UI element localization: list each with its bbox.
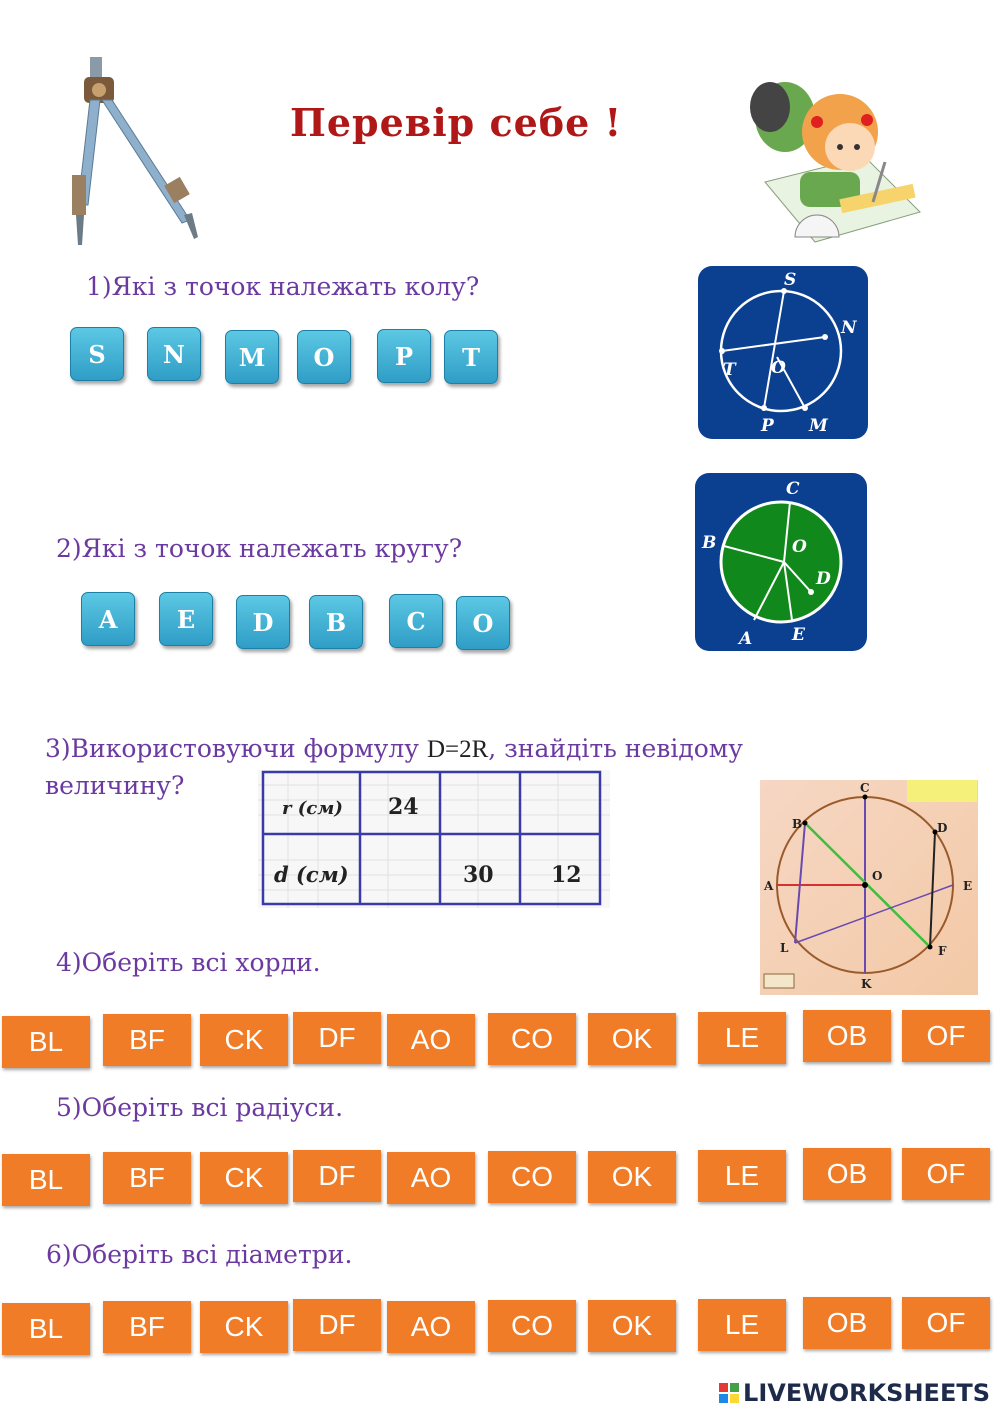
question-1-text: Які з точок належать колу?	[111, 272, 480, 301]
figure-3-label-c: C	[860, 781, 870, 795]
q1-option-n[interactable]: N	[147, 327, 201, 381]
girl-drawing-illustration	[750, 82, 921, 243]
q4-option-co[interactable]: CO	[488, 1013, 576, 1065]
logo-squares-icon	[719, 1383, 740, 1403]
question-3-text-after: , знайдіть невідому величину?	[45, 734, 743, 800]
q4-option-bl[interactable]: BL	[2, 1016, 90, 1068]
q4-option-ck[interactable]: CK	[200, 1014, 288, 1066]
question-6-text: Оберіть всі діаметри.	[71, 1240, 353, 1269]
q6-option-bl[interactable]: BL	[2, 1303, 90, 1355]
q4-option-df[interactable]: DF	[293, 1012, 381, 1064]
q6-option-df[interactable]: DF	[293, 1299, 381, 1351]
q6-option-of[interactable]: OF	[902, 1297, 990, 1349]
table-grid	[258, 770, 610, 908]
q4-option-of[interactable]: OF	[902, 1010, 990, 1062]
figure-3-label-f: F	[938, 944, 947, 958]
figure-1-label-p: P	[760, 416, 775, 436]
q1-option-s[interactable]: S	[70, 327, 124, 381]
figure-3-label-k: K	[861, 977, 872, 991]
question-4: 4)Оберіть всі хорди.	[56, 948, 321, 977]
q5-option-bf[interactable]: BF	[103, 1152, 191, 1204]
table-row-r-label: r (см)	[282, 798, 343, 819]
question-3: 3)Використовуючи формулу D=2R, знайдіть …	[45, 731, 885, 804]
table-d-value-2: 30	[463, 862, 494, 888]
question-4-text: Оберіть всі хорди.	[81, 948, 321, 977]
q2-option-o[interactable]: O	[456, 596, 510, 650]
q4-option-ok[interactable]: OK	[588, 1013, 676, 1065]
figure-3-label-l: L	[780, 941, 789, 955]
q5-option-df[interactable]: DF	[293, 1150, 381, 1202]
question-2-text: Які з точок належать кругу?	[81, 534, 463, 563]
question-5-text: Оберіть всі радіуси.	[81, 1093, 344, 1122]
figure-1-label-t: T	[723, 360, 737, 380]
question-3-number: 3)	[45, 734, 71, 763]
figure-3-label-a: A	[763, 879, 774, 893]
figure-2-label-o: O	[792, 537, 807, 557]
q4-option-bf[interactable]: BF	[103, 1014, 191, 1066]
question-4-number: 4)	[56, 948, 82, 977]
question-6: 6)Оберіть всі діаметри.	[46, 1240, 352, 1269]
formula: D=2R	[426, 736, 489, 763]
table-row-d-label: d (см)	[274, 862, 349, 887]
figure-1-label-m: M	[808, 416, 829, 436]
question-5: 5)Оберіть всі радіуси.	[56, 1093, 343, 1122]
q4-option-ao[interactable]: AO	[387, 1014, 475, 1066]
figure-1-label-s: S	[784, 270, 796, 290]
q1-option-t[interactable]: T	[444, 330, 498, 384]
q6-option-ob[interactable]: OB	[803, 1297, 891, 1349]
circle-figure-1: S N T O P M	[698, 266, 868, 439]
q5-option-ob[interactable]: OB	[803, 1148, 891, 1200]
q6-option-bf[interactable]: BF	[103, 1301, 191, 1353]
q5-option-ck[interactable]: CK	[200, 1152, 288, 1204]
question-6-number: 6)	[46, 1240, 72, 1269]
q5-option-co[interactable]: CO	[488, 1151, 576, 1203]
figure-3-label-b: B	[792, 817, 802, 831]
figure-2-label-d: D	[815, 569, 831, 589]
figure-3-label-d: D	[937, 821, 947, 835]
q5-option-ao[interactable]: AO	[387, 1152, 475, 1204]
question-2: 2)Які з точок належать кругу?	[56, 534, 462, 563]
q2-option-b[interactable]: B	[309, 595, 363, 649]
figure-2-label-e: E	[791, 625, 806, 645]
liveworksheets-logo[interactable]: LIVEWORKSHEETS	[719, 1379, 990, 1407]
compass-illustration	[72, 57, 198, 245]
table-d-value-3: 12	[551, 862, 582, 888]
chord-figure-3: C B D A O E L F K	[760, 780, 978, 995]
q5-option-ok[interactable]: OK	[588, 1151, 676, 1203]
figure-2-label-b: B	[701, 533, 716, 553]
q5-option-of[interactable]: OF	[902, 1148, 990, 1200]
logo-text: LIVEWORKSHEETS	[743, 1379, 990, 1407]
question-3-text-before: Використовуючи формулу	[70, 734, 427, 763]
figure-3-label-o: O	[872, 869, 882, 883]
q2-option-e[interactable]: E	[159, 592, 213, 646]
question-2-number: 2)	[56, 534, 82, 563]
q6-option-co[interactable]: CO	[488, 1300, 576, 1352]
question-5-number: 5)	[56, 1093, 82, 1122]
q1-option-o[interactable]: O	[297, 330, 351, 384]
question-1: 1)Які з точок належать колу?	[86, 272, 479, 301]
question-1-number: 1)	[86, 272, 112, 301]
figure-2-label-c: C	[786, 479, 800, 499]
q6-option-ck[interactable]: CK	[200, 1301, 288, 1353]
page-title: Перевір себе !	[290, 100, 623, 145]
disc-figure-2: C B O D A E	[695, 473, 867, 651]
q6-option-ok[interactable]: OK	[588, 1300, 676, 1352]
q4-option-ob[interactable]: OB	[803, 1010, 891, 1062]
table-r-value-1: 24	[388, 794, 419, 820]
q6-option-le[interactable]: LE	[698, 1299, 786, 1351]
q5-option-le[interactable]: LE	[698, 1150, 786, 1202]
q2-option-a[interactable]: A	[81, 592, 135, 646]
q1-option-m[interactable]: M	[225, 330, 279, 384]
q2-option-c[interactable]: C	[389, 594, 443, 648]
q1-option-p[interactable]: P	[377, 329, 431, 383]
q2-option-d[interactable]: D	[236, 595, 290, 649]
q5-option-bl[interactable]: BL	[2, 1154, 90, 1206]
q4-option-le[interactable]: LE	[698, 1012, 786, 1064]
radius-diameter-table: r (см) 24 d (см) 30 12	[258, 770, 610, 908]
figure-2-label-a: A	[737, 629, 752, 649]
figure-1-label-o: O	[771, 358, 786, 378]
figure-3-label-e: E	[963, 879, 972, 893]
q6-option-ao[interactable]: AO	[387, 1301, 475, 1353]
figure-1-label-n: N	[840, 318, 858, 338]
